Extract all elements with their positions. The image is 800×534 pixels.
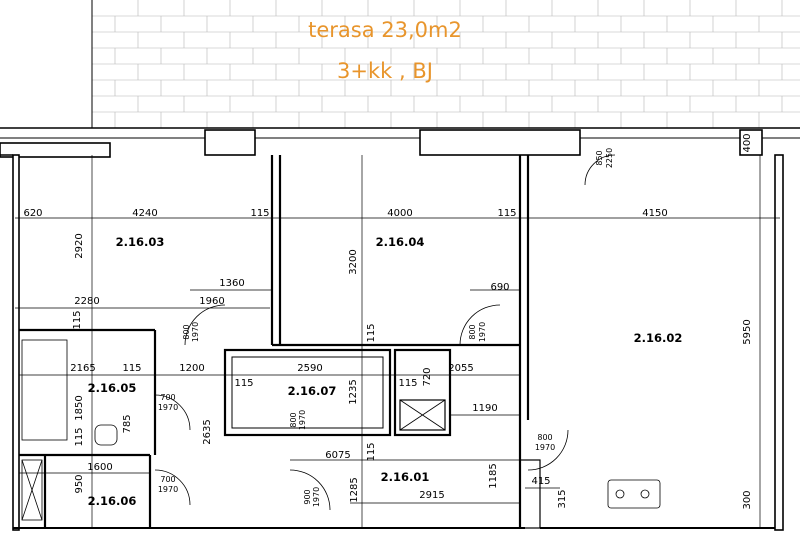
svg-text:1970: 1970 bbox=[535, 443, 555, 452]
svg-text:1850: 1850 bbox=[74, 395, 85, 420]
fixtures bbox=[21, 339, 661, 521]
svg-text:620: 620 bbox=[23, 208, 42, 219]
bathtub-icon bbox=[21, 339, 68, 441]
svg-text:115: 115 bbox=[250, 208, 269, 219]
door-swings bbox=[154, 154, 616, 511]
svg-text:1970: 1970 bbox=[298, 410, 307, 430]
svg-text:2920: 2920 bbox=[74, 233, 85, 258]
room-2-16-01: 2.16.01 bbox=[381, 470, 430, 484]
svg-text:1960: 1960 bbox=[199, 296, 224, 307]
svg-text:800: 800 bbox=[289, 412, 298, 427]
svg-text:115: 115 bbox=[234, 378, 253, 389]
svg-text:1970: 1970 bbox=[478, 322, 487, 342]
shelf-icon bbox=[21, 459, 43, 521]
svg-text:1600: 1600 bbox=[87, 462, 112, 473]
svg-text:2250: 2250 bbox=[605, 148, 614, 168]
dimension-lines bbox=[15, 155, 780, 528]
svg-text:115: 115 bbox=[497, 208, 516, 219]
svg-text:785: 785 bbox=[122, 414, 133, 433]
svg-text:1185: 1185 bbox=[488, 463, 499, 488]
svg-text:315: 315 bbox=[557, 489, 568, 508]
room-2-16-03: 2.16.03 bbox=[116, 235, 165, 249]
svg-text:115: 115 bbox=[366, 323, 377, 342]
svg-text:1970: 1970 bbox=[158, 403, 178, 412]
svg-text:4150: 4150 bbox=[642, 208, 667, 219]
svg-text:900: 900 bbox=[303, 489, 312, 504]
svg-text:400: 400 bbox=[742, 133, 753, 152]
svg-text:6075: 6075 bbox=[325, 450, 350, 461]
svg-text:950: 950 bbox=[74, 474, 85, 493]
interior-walls bbox=[19, 155, 541, 529]
apartment-type-label: 3+kk , BJ bbox=[337, 59, 433, 83]
svg-text:2055: 2055 bbox=[448, 363, 473, 374]
svg-text:2590: 2590 bbox=[297, 363, 322, 374]
svg-text:1970: 1970 bbox=[158, 485, 178, 494]
svg-text:2915: 2915 bbox=[419, 490, 444, 501]
svg-text:1235: 1235 bbox=[348, 379, 359, 404]
sink-icon bbox=[94, 424, 118, 446]
svg-text:415: 415 bbox=[531, 476, 550, 487]
svg-text:2165: 2165 bbox=[70, 363, 95, 374]
room-2-16-04: 2.16.04 bbox=[376, 235, 425, 249]
svg-text:3200: 3200 bbox=[348, 249, 359, 274]
svg-text:1970: 1970 bbox=[191, 322, 200, 342]
svg-text:1200: 1200 bbox=[179, 363, 204, 374]
room-2-16-06: 2.16.06 bbox=[88, 494, 137, 508]
svg-text:1970: 1970 bbox=[312, 487, 321, 507]
svg-text:850: 850 bbox=[595, 150, 604, 165]
svg-text:800: 800 bbox=[537, 433, 552, 442]
dimension-labels-vertical: 2920 3200 5950 115 115 1235 720 1850 785… bbox=[72, 133, 753, 509]
svg-text:115: 115 bbox=[72, 310, 83, 329]
svg-text:2280: 2280 bbox=[74, 296, 99, 307]
svg-text:1190: 1190 bbox=[472, 403, 497, 414]
svg-text:5950: 5950 bbox=[742, 319, 753, 344]
svg-text:4000: 4000 bbox=[387, 208, 412, 219]
room-2-16-02: 2.16.02 bbox=[634, 331, 683, 345]
svg-text:1285: 1285 bbox=[349, 477, 360, 502]
svg-text:300: 300 bbox=[742, 490, 753, 509]
svg-text:4240: 4240 bbox=[132, 208, 157, 219]
svg-text:700: 700 bbox=[160, 475, 175, 484]
svg-text:115: 115 bbox=[74, 427, 85, 446]
room-2-16-05: 2.16.05 bbox=[88, 381, 137, 395]
dimension-labels: 620 4240 115 4000 115 4150 1360 2280 196… bbox=[23, 208, 667, 501]
terrace-label: terasa 23,0m2 bbox=[308, 18, 462, 42]
svg-text:1360: 1360 bbox=[219, 278, 244, 289]
svg-text:115: 115 bbox=[398, 378, 417, 389]
svg-text:720: 720 bbox=[422, 367, 433, 386]
svg-text:800: 800 bbox=[468, 324, 477, 339]
door-labels: 800 1970 700 1970 800 1970 800 1970 800 … bbox=[158, 322, 555, 507]
kitchen-sink-icon bbox=[607, 479, 661, 509]
svg-text:690: 690 bbox=[490, 282, 509, 293]
room-2-16-07: 2.16.07 bbox=[288, 384, 337, 398]
terrace-area bbox=[91, 0, 800, 128]
svg-text:800: 800 bbox=[182, 324, 191, 339]
svg-text:115: 115 bbox=[366, 442, 377, 461]
svg-text:2635: 2635 bbox=[202, 419, 213, 444]
svg-text:115: 115 bbox=[122, 363, 141, 374]
svg-text:700: 700 bbox=[160, 393, 175, 402]
